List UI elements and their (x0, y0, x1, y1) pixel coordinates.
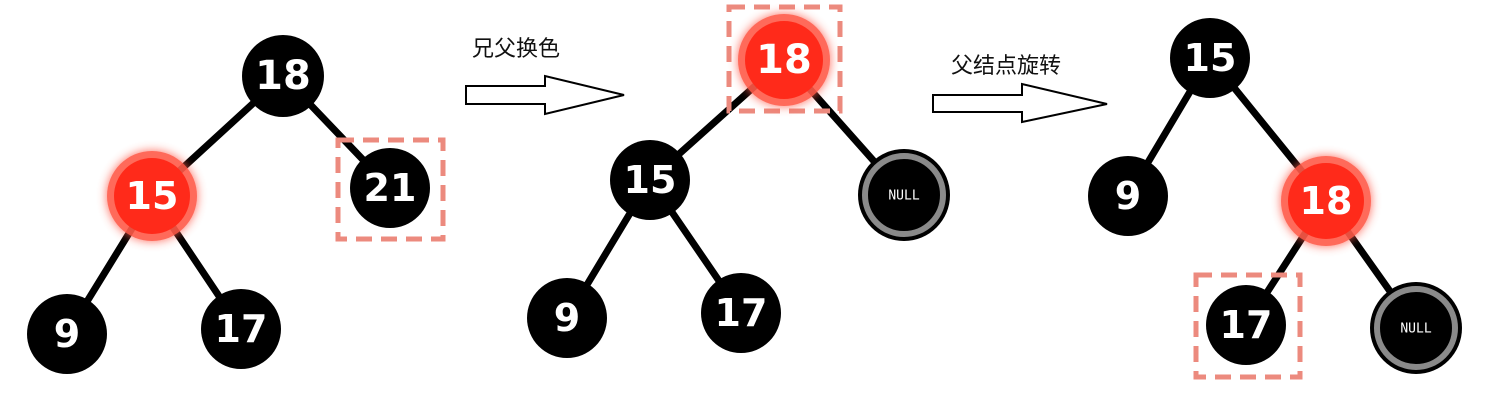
null-node-ring (1374, 286, 1458, 370)
node-15-circle (114, 158, 190, 234)
node-17: 17 (701, 273, 781, 353)
node-21: 21 (350, 148, 430, 228)
node-15-label: 15 (624, 158, 677, 202)
arrow-1-label: 兄父换色 (472, 37, 560, 62)
node-15: 15 (107, 151, 197, 241)
node-17-circle (201, 289, 281, 369)
node-9-circle (527, 278, 607, 358)
node-15-circle (1170, 18, 1250, 98)
step-arrow-2: 父结点旋转 (932, 54, 1108, 124)
highlight-box-21 (335, 137, 446, 242)
null-node-label: NULL (888, 189, 919, 204)
step-arrow-1: 兄父换色 (465, 37, 625, 116)
node-18-label: 18 (756, 37, 812, 83)
node-15: 15 (610, 140, 690, 220)
node-17-circle (701, 273, 781, 353)
node-15: 15 (1170, 18, 1250, 98)
highlight-box-18 (726, 4, 843, 114)
highlight-box-17 (1193, 272, 1303, 380)
node-17-label: 17 (1220, 303, 1273, 347)
node-9-label: 9 (1115, 174, 1141, 218)
node-17: 17 (1206, 285, 1286, 365)
tree-1: 18 15 21 9 17 (27, 35, 446, 374)
node-18: 18 (242, 35, 324, 117)
node-18: 18 (1281, 156, 1371, 246)
node-15-label: 15 (126, 174, 179, 218)
node-15-label: 15 (1184, 36, 1237, 80)
arrow-2-label: 父结点旋转 (951, 54, 1061, 79)
node-17-circle (1206, 285, 1286, 365)
null-node: NULL (858, 149, 950, 241)
tree-3-edges (1124, 54, 1420, 332)
node-9-label: 9 (54, 312, 80, 356)
node-9: 9 (527, 278, 607, 358)
tree-3: 15 9 18 17 NULL (1088, 18, 1462, 380)
node-18-circle (242, 35, 324, 117)
node-21-circle (350, 148, 430, 228)
node-18-label: 18 (255, 53, 311, 99)
node-9-circle (1088, 156, 1168, 236)
node-18: 18 (738, 14, 830, 106)
node-17-label: 17 (215, 307, 268, 351)
node-9: 9 (27, 294, 107, 374)
node-17: 17 (201, 289, 281, 369)
node-18-circle (1288, 163, 1364, 239)
null-node-ring (862, 153, 946, 237)
node-17-label: 17 (715, 291, 768, 335)
null-node: NULL (1370, 282, 1462, 374)
null-node-label: NULL (1400, 322, 1431, 337)
node-21-label: 21 (364, 166, 417, 210)
node-9-label: 9 (554, 296, 580, 340)
node-18-label: 18 (1300, 179, 1353, 223)
node-15-circle (610, 140, 690, 220)
tree-2: 18 15 NULL 9 17 (527, 4, 950, 358)
node-9-circle (27, 294, 107, 374)
arrow-1-shape (465, 74, 625, 116)
arrow-2-shape (932, 82, 1108, 124)
node-18-circle (745, 21, 823, 99)
node-9: 9 (1088, 156, 1168, 236)
